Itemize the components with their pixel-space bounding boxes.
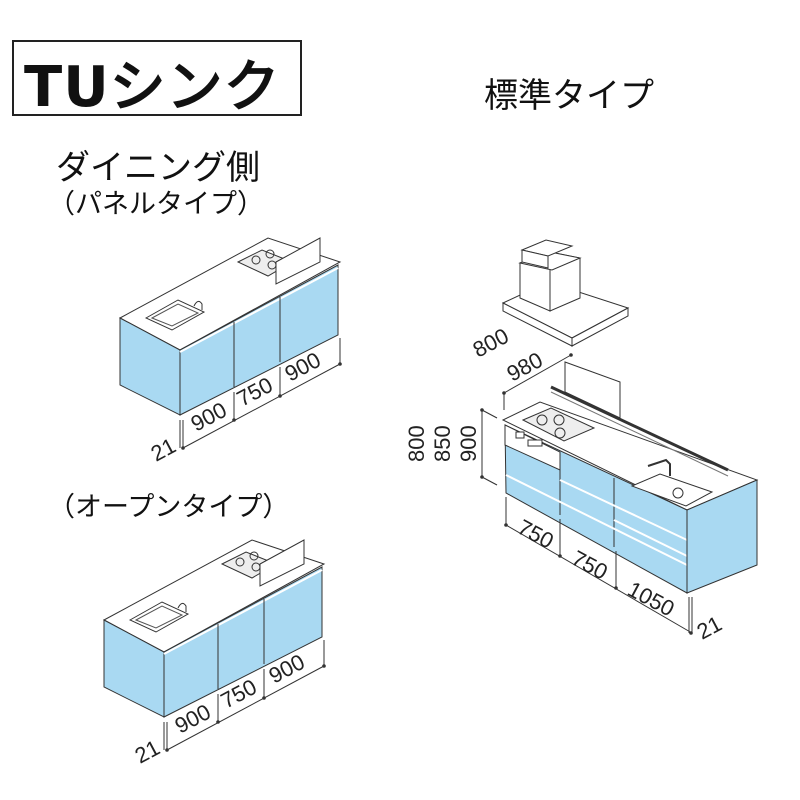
dim-height-c: 900	[456, 425, 481, 462]
dim-side: 21	[131, 735, 164, 769]
standard-type-label: 標準タイプ	[484, 76, 654, 116]
dim-width-2: 750	[568, 545, 612, 584]
dim-height-a: 800	[404, 425, 429, 462]
dim-hood-a: 800	[469, 323, 513, 362]
display-panel-icon	[527, 439, 543, 447]
page-title: TUシンク	[24, 55, 281, 120]
dim-hood-b: 980	[503, 347, 547, 386]
open-type-label: （オープンタイプ）	[48, 492, 290, 523]
dim-height-b: 850	[430, 425, 455, 462]
panel-type-cabinet: 21 900 750 900	[119, 237, 343, 467]
range-hood	[501, 239, 630, 347]
dim-width-1: 750	[514, 514, 558, 553]
title-box	[12, 40, 302, 116]
dining-side-label: ダイニング側	[56, 148, 260, 188]
panel-type-label: （パネルタイプ）	[48, 189, 264, 220]
dim-side: 21	[147, 433, 180, 467]
control-knob-icon	[515, 431, 525, 439]
standard-type-kitchen: 800 980 800 850 900 750 750 1050 21	[404, 239, 759, 645]
dim-side: 21	[693, 611, 726, 645]
open-type-cabinet: 21 900 750 900	[103, 539, 327, 769]
